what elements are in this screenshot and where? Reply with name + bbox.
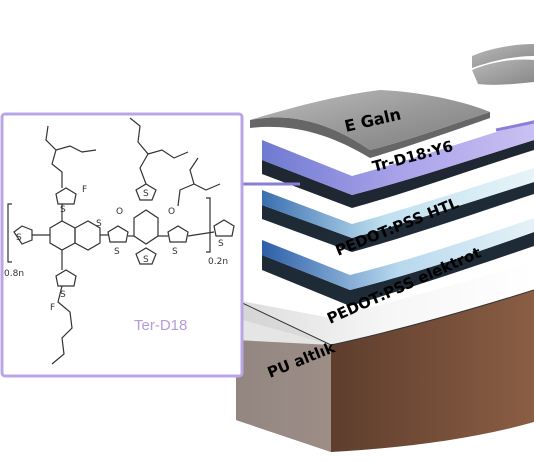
molecule-name: Ter-D18	[134, 317, 187, 334]
subscript-left: 0.8n	[4, 269, 24, 279]
molecule-frame	[0, 112, 244, 378]
atom-s-6: S	[143, 255, 149, 265]
atom-s-9: S	[60, 290, 66, 300]
active-layer	[262, 120, 534, 208]
pedot-htl-layer	[262, 168, 534, 252]
atom-o-2: O	[168, 207, 175, 217]
molecule-structure	[7, 117, 235, 365]
atom-s-2: S	[16, 233, 22, 243]
atom-s-1: S	[60, 205, 66, 215]
atom-labels: F F S S S S S S S S S O O	[16, 185, 224, 313]
atom-f-bottom: F	[50, 303, 55, 313]
atom-s-3: S	[96, 219, 102, 229]
pu-substrate-layer	[235, 262, 534, 452]
galn-electrode	[250, 90, 490, 158]
subscript-right: 0.2n	[208, 257, 228, 267]
atom-s-7: S	[172, 247, 178, 257]
atom-s-4: S	[114, 247, 120, 257]
galn-electrode-small	[472, 44, 534, 85]
atom-s-5: S	[143, 189, 149, 199]
atom-f-top: F	[82, 185, 87, 195]
pedot-electrode-layer	[262, 218, 534, 306]
atom-o-1: O	[116, 207, 123, 217]
atom-s-8: S	[218, 239, 224, 249]
